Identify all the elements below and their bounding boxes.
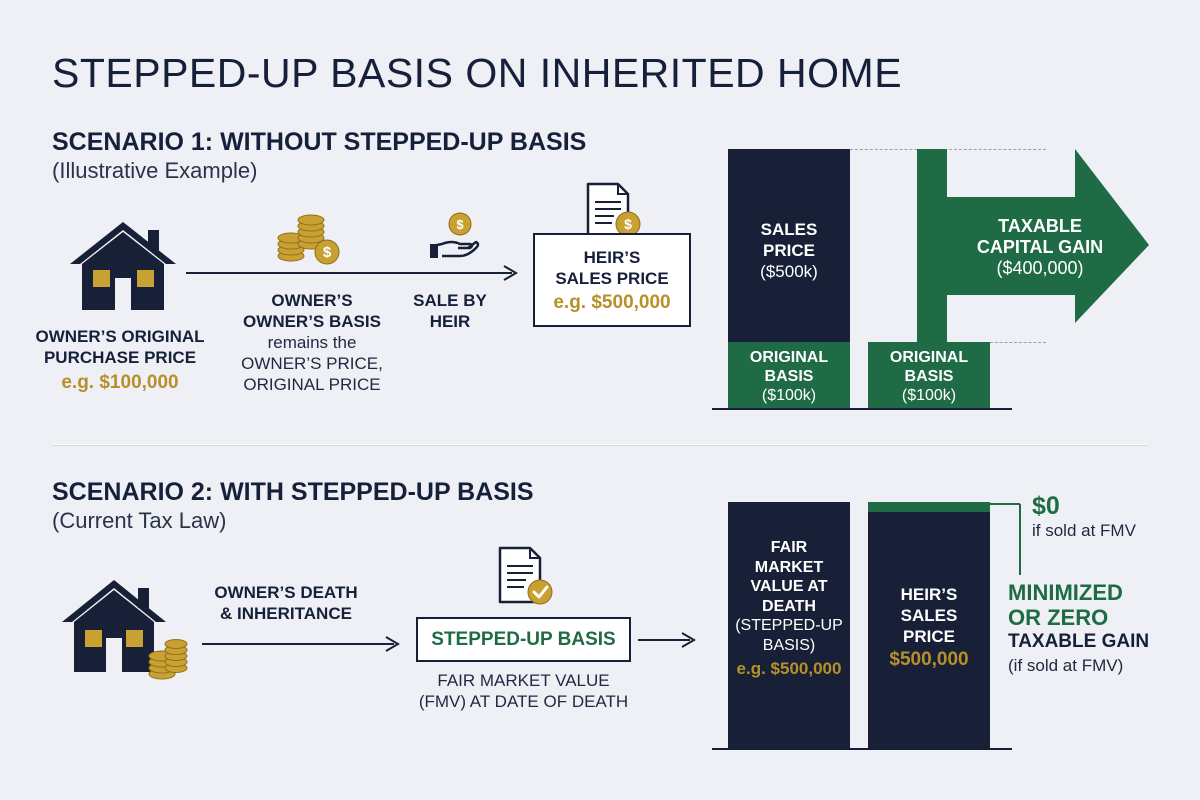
scenario1-heading: SCENARIO 1: WITHOUT STEPPED-UP BASIS (52, 128, 587, 156)
owner-basis-title: OWNER’S OWNER’S BASIS (243, 291, 381, 331)
owner-original-label: OWNER’S ORIGINAL PURCHASE PRICE (35, 327, 205, 367)
owner-original-value: e.g. $100,000 (61, 372, 179, 393)
guide-line-top (850, 149, 1046, 150)
minimized-gain-label: MINIMIZED OR ZERO TAXABLE GAIN (if sold … (1008, 580, 1150, 675)
hand-coin-icon: $ (430, 210, 484, 264)
zero-gain-value: $0 (1032, 492, 1060, 520)
scenario2-heading: SCENARIO 2: WITH STEPPED-UP BASIS (52, 478, 534, 506)
house-icon (66, 218, 180, 313)
svg-text:$: $ (456, 217, 464, 232)
bar-heir-sales-price: HEIR’S SALES PRICE $500,000 (868, 502, 990, 748)
bar-original-basis-2: ORIGINAL BASIS ($100k) (868, 342, 990, 408)
owner-basis-text: remains the OWNER’S PRICE, ORIGINAL PRIC… (241, 333, 383, 394)
scenario2-subheading: (Current Tax Law) (52, 508, 227, 533)
capital-gain-label: TAXABLE CAPITAL GAIN ($400,000) (976, 216, 1104, 278)
coins-icon: $ (277, 212, 341, 266)
bar-original-basis-1: ORIGINAL BASIS ($100k) (728, 342, 850, 408)
scenario2-arrow-1 (202, 633, 402, 655)
svg-text:$: $ (624, 216, 632, 232)
document-coin-icon: $ (584, 182, 644, 240)
zero-gain-strip (868, 502, 990, 512)
bar-fmv-at-death: FAIR MARKET VALUE AT DEATH (STEPPED-UP B… (728, 502, 850, 748)
svg-text:$: $ (323, 244, 332, 261)
capital-gain-arrow (917, 149, 1150, 342)
page-title: STEPPED-UP BASIS ON INHERITED HOME (52, 50, 903, 96)
chart2-baseline (712, 748, 1012, 750)
stepped-up-basis-box: STEPPED-UP BASIS (416, 617, 631, 662)
scenario1-subheading: (Illustrative Example) (52, 158, 258, 183)
owner-death-label: OWNER’S DEATH & INHERITANCE (214, 583, 358, 623)
scenario2-arrow-2 (638, 629, 698, 651)
scenario1-arrow (186, 262, 522, 284)
guide-line-basis (990, 342, 1046, 343)
sale-by-heir-label: SALE BY HEIR (413, 291, 487, 331)
zero-gain-bracket (990, 503, 1026, 583)
section-divider (52, 444, 1148, 445)
heirs-sales-price-box: HEIR’S SALES PRICE e.g. $500,000 (533, 233, 691, 327)
fmv-caption: FAIR MARKET VALUE (FMV) AT DATE OF DEATH (418, 671, 629, 711)
house-coins-icon (58, 576, 190, 682)
document-check-icon (496, 546, 556, 608)
chart1-baseline (712, 408, 1012, 410)
bar-sales-price: SALES PRICE ($500k) (728, 149, 850, 342)
zero-gain-note: if sold at FMV (1032, 521, 1136, 540)
